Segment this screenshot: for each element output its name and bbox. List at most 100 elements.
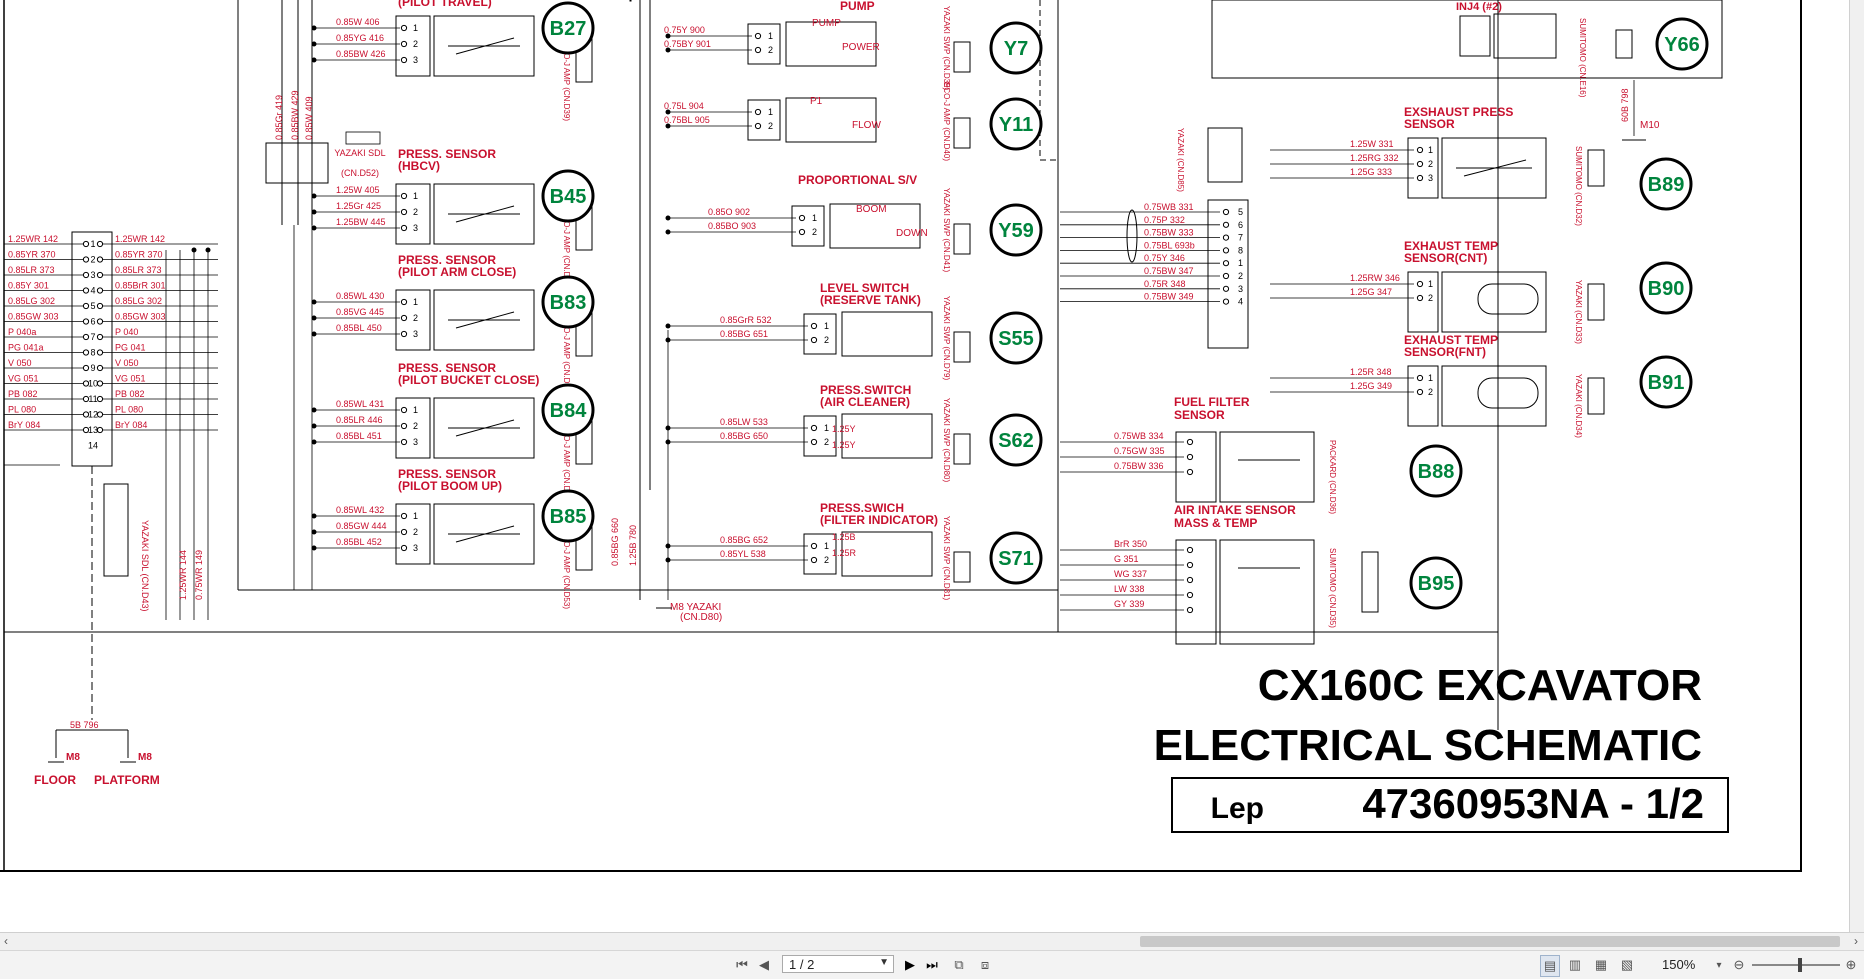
scroll-thumb[interactable] (1140, 936, 1840, 947)
connector-label: YAZAKI (CN.D33) (1574, 280, 1583, 344)
wire-label: PL 080 (8, 405, 36, 415)
component-title: EXHAUST TEMP (1404, 239, 1498, 253)
component-code: B90 (1648, 278, 1685, 300)
continuous-view-icon[interactable]: ▥ (1568, 957, 1582, 972)
wire-label: 0.85LR 446 (336, 415, 383, 425)
wire-label: 0.85WL 430 (336, 291, 384, 301)
single-page-view-icon[interactable]: ▤ (1540, 955, 1560, 977)
component-box (1207, 127, 1243, 183)
zoom-out-icon[interactable]: ⊖ (1733, 957, 1745, 972)
component-subtitle: SENSOR(CNT) (1404, 251, 1487, 265)
valve-label: FLOW (852, 120, 881, 131)
component-box (747, 23, 781, 65)
pin-number: 1 (824, 541, 829, 551)
wire-label: PG 041 (115, 343, 146, 353)
wire-label: 0.85YG 416 (336, 33, 384, 43)
pin-number: 6 (1238, 220, 1243, 230)
wire-label: 0.85GW 303 (8, 312, 59, 322)
component-box (785, 21, 877, 67)
component-title: PRESS. SENSOR (398, 361, 496, 375)
pin-number: 2 (1238, 271, 1243, 281)
wire-label: 0.85YR 370 (8, 250, 56, 260)
fit-width-icon[interactable]: ⧈ (980, 957, 990, 972)
connector-label: SUMITOMO (CN.E16) (1578, 18, 1587, 98)
zoom-slider-knob[interactable] (1798, 958, 1802, 972)
wire-label: VG 051 (8, 374, 39, 384)
pin-number: 5 (90, 301, 95, 311)
pin-number: 2 (812, 227, 817, 237)
pin-number: 3 (1428, 173, 1433, 183)
wire-junction (205, 247, 211, 253)
pin-number: 10 (88, 379, 98, 389)
pin-number: 1 (413, 297, 418, 307)
wire-junction (311, 315, 317, 321)
horizontal-scrollbar[interactable]: ‹ › (0, 932, 1864, 951)
last-page-icon[interactable]: ⏭ (926, 957, 938, 972)
pin-number: 3 (413, 543, 418, 553)
valve-label: BOOM (856, 204, 887, 215)
zoom-level[interactable]: 150% (1662, 957, 1696, 972)
zoom-dropdown-icon[interactable]: ▾ (1716, 959, 1722, 971)
lep-label: Lep (1211, 792, 1264, 825)
component-code: Y11 (999, 114, 1033, 136)
wire-junction (311, 513, 317, 519)
first-page-icon[interactable]: ⏮ (736, 957, 748, 972)
pin-terminal (82, 380, 90, 387)
pin-terminal (1416, 146, 1424, 154)
pin-number: 2 (1428, 159, 1433, 169)
component-subtitle: MASS & TEMP (1174, 516, 1257, 530)
next-page-icon[interactable]: ▶ (905, 957, 915, 972)
wire-label: 0.85BW 429 (290, 90, 300, 140)
wire-line (455, 311, 515, 329)
wire-label: 0.75BW 347 (1144, 266, 1194, 276)
wire-label: 0.85GW 303 (115, 312, 166, 322)
pin-number: 3 (413, 437, 418, 447)
pin-terminal (1416, 388, 1424, 396)
component-box (433, 397, 535, 459)
scroll-right-icon[interactable]: › (1854, 934, 1858, 948)
wire-label: 1.25G 347 (1350, 287, 1392, 297)
two-page-view-icon[interactable]: ▦ (1594, 957, 1608, 972)
wire-label: 0.75BW 336 (1114, 461, 1164, 471)
wire-label: 5B 796 (70, 720, 99, 730)
wire-label: 0.75BL 905 (664, 115, 710, 125)
zoom-in-icon[interactable]: ⊕ (1845, 957, 1857, 972)
pin-number: 3 (1238, 284, 1243, 294)
component-subtitle: (RESERVE TANK) (820, 293, 921, 307)
pin-terminal (810, 322, 818, 330)
wire-label: 0.75Y 346 (1144, 253, 1185, 263)
vertical-scrollbar[interactable] (1849, 0, 1864, 932)
pin-terminal (1416, 280, 1424, 288)
fit-page-icon[interactable]: ⧉ (954, 957, 964, 972)
component-badge (989, 311, 1043, 365)
component-badge (541, 383, 595, 437)
component-title: INJ4 (#2) (1456, 1, 1502, 13)
pin-terminal (400, 406, 408, 414)
pin-terminal (1222, 234, 1230, 241)
scroll-left-icon[interactable]: ‹ (4, 934, 8, 948)
wire-junction (665, 439, 671, 445)
wire-label: V 050 (8, 358, 32, 368)
wire-junction (665, 337, 671, 343)
component-box (785, 97, 877, 143)
wire-label: 1.25BW 445 (336, 217, 386, 227)
pin-number: 3 (413, 329, 418, 339)
component-code: B45 (550, 186, 587, 208)
pin-number: 2 (1428, 387, 1433, 397)
component-box (1587, 283, 1605, 321)
rotate-view-icon[interactable]: ▧ (1620, 957, 1634, 972)
wire-label: G 351 (1114, 554, 1139, 564)
chevron-down-icon[interactable]: ▼ (879, 957, 889, 968)
component-code: B27 (550, 18, 587, 40)
wire-label: V 050 (115, 358, 139, 368)
page-number-field[interactable]: 1 / 2▼ (782, 955, 894, 973)
zoom-slider[interactable] (1752, 958, 1840, 972)
previous-page-icon[interactable]: ◀ (759, 957, 769, 972)
component-box (395, 15, 431, 77)
wire-line (1463, 159, 1527, 177)
component-box (747, 99, 781, 141)
pin-terminal (1222, 221, 1230, 228)
component-title: PRESS. SENSOR (398, 147, 496, 161)
wire-line (455, 525, 515, 543)
pin-terminal (82, 256, 90, 263)
